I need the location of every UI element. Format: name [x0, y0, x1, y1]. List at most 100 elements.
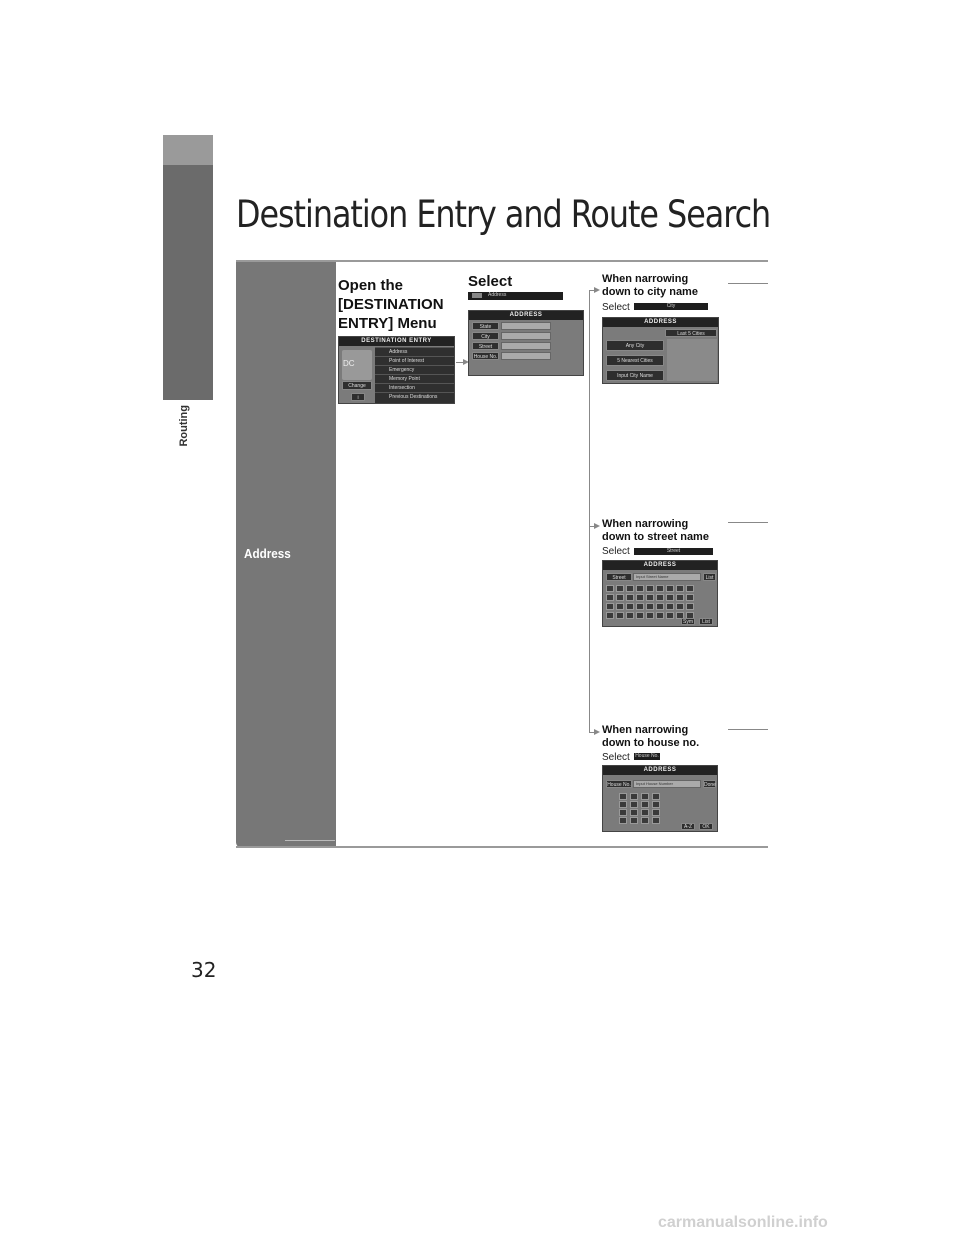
street-button[interactable]: Street — [472, 342, 499, 350]
street-screen-title: ADDRESS — [603, 561, 717, 570]
nearest-cities-button[interactable]: 5 Nearest Cities — [606, 355, 664, 366]
street-keyboard-key[interactable] — [656, 585, 664, 592]
house-no-field[interactable] — [501, 352, 551, 360]
number-keypad-key[interactable] — [652, 793, 660, 800]
category-panel — [236, 262, 336, 848]
street-keyboard-key[interactable] — [606, 585, 614, 592]
number-keypad-key[interactable] — [641, 793, 649, 800]
street-keyboard-key[interactable] — [636, 585, 644, 592]
any-city-button[interactable]: Any City — [606, 340, 664, 351]
branch-city-heading: When narrowing down to city name — [602, 273, 698, 299]
street-keyboard-key[interactable] — [626, 594, 634, 601]
street-keyboard-key[interactable] — [676, 603, 684, 610]
street-keyboard-key[interactable] — [686, 603, 694, 610]
street-keyboard-key[interactable] — [676, 585, 684, 592]
change-state-button[interactable]: Change — [342, 381, 372, 390]
house-number-input[interactable]: Input House Number — [633, 780, 701, 788]
right-rule — [728, 729, 768, 730]
az-button[interactable]: A-Z — [681, 823, 695, 830]
number-keypad-key[interactable] — [630, 817, 638, 824]
input-city-name-button[interactable]: Input City Name — [606, 370, 664, 381]
list-button[interactable]: List — [699, 618, 713, 625]
menu-item-previous-destinations[interactable]: Previous Destinations — [375, 392, 454, 403]
street-label-button[interactable]: Street — [606, 573, 632, 581]
state-field[interactable] — [501, 322, 551, 330]
state-label: DC — [343, 359, 355, 368]
street-keyboard-key[interactable] — [646, 594, 654, 601]
street-keyboard-key[interactable] — [646, 612, 654, 619]
number-keypad-key[interactable] — [630, 809, 638, 816]
category-label: Address — [244, 546, 291, 561]
city-field[interactable] — [501, 332, 551, 340]
street-list-button[interactable]: List — [703, 573, 716, 581]
street-keyboard-key[interactable] — [606, 612, 614, 619]
menu-item-poi[interactable]: Point of Interest — [375, 356, 454, 365]
street-keyboard-key[interactable] — [616, 612, 624, 619]
watermark: carmanualsonline.info — [658, 1214, 828, 1231]
branch-street-heading: When narrowing down to street name — [602, 518, 709, 544]
done-button[interactable]: Done — [703, 780, 716, 788]
number-keypad-key[interactable] — [630, 793, 638, 800]
number-keypad-key[interactable] — [652, 801, 660, 808]
number-keypad-key[interactable] — [630, 801, 638, 808]
sym-button[interactable]: Sym — [681, 618, 695, 625]
street-keyboard-key[interactable] — [636, 603, 644, 610]
address-select-label: Address — [488, 292, 507, 298]
street-keyboard-key[interactable] — [666, 594, 674, 601]
street-keyboard-key[interactable] — [676, 594, 684, 601]
menu-item-memory-point[interactable]: Memory Point — [375, 374, 454, 383]
street-keyboard-key[interactable] — [666, 585, 674, 592]
map-thumbnail — [342, 350, 372, 380]
state-button[interactable]: State — [472, 322, 499, 330]
menu-item-intersection[interactable]: Intersection — [375, 383, 454, 392]
street-keyboard-key[interactable] — [616, 603, 624, 610]
street-keyboard-key[interactable] — [676, 612, 684, 619]
number-keypad-key[interactable] — [619, 817, 627, 824]
street-keyboard-key[interactable] — [666, 612, 674, 619]
street-keyboard-key[interactable] — [686, 585, 694, 592]
house-no-button[interactable]: House No. — [472, 352, 499, 360]
street-keyboard-key[interactable] — [656, 594, 664, 601]
street-keyboard-key[interactable] — [646, 585, 654, 592]
street-field[interactable] — [501, 342, 551, 350]
step2-heading: Select — [468, 273, 513, 290]
street-keyboard-key[interactable] — [646, 603, 654, 610]
street-keyboard-key[interactable] — [616, 585, 624, 592]
city-select-button: City — [634, 303, 708, 310]
branch-street-heading-line2: down to street name — [602, 531, 709, 543]
number-keypad-key[interactable] — [619, 809, 627, 816]
street-keyboard-key[interactable] — [626, 612, 634, 619]
ok-button[interactable]: OK — [699, 823, 713, 830]
number-keypad-key[interactable] — [641, 817, 649, 824]
number-keypad-key[interactable] — [641, 801, 649, 808]
city-screen-title: ADDRESS — [603, 318, 718, 327]
number-keypad-key[interactable] — [652, 809, 660, 816]
street-keyboard-key[interactable] — [656, 603, 664, 610]
street-keyboard-key[interactable] — [656, 612, 664, 619]
street-keyboard-key[interactable] — [636, 594, 644, 601]
street-name-input[interactable]: Input Street Name — [633, 573, 701, 581]
menu-item-emergency[interactable]: Emergency — [375, 365, 454, 374]
street-keyboard-key[interactable] — [606, 594, 614, 601]
menu-item-address[interactable]: Address — [375, 347, 454, 356]
number-keypad-key[interactable] — [619, 801, 627, 808]
title-divider — [236, 260, 768, 262]
arrow-right-icon — [594, 287, 600, 293]
house-no-label-button[interactable]: House No. — [606, 780, 632, 788]
city-list-area — [667, 339, 717, 381]
street-keyboard-key[interactable] — [666, 603, 674, 610]
info-icon[interactable]: i — [351, 393, 365, 401]
house-no-select-button: House No. — [634, 753, 660, 760]
number-keypad-key[interactable] — [619, 793, 627, 800]
street-keyboard-key[interactable] — [616, 594, 624, 601]
street-keyboard-key[interactable] — [606, 603, 614, 610]
street-keyboard-key[interactable] — [626, 603, 634, 610]
city-button[interactable]: City — [472, 332, 499, 340]
number-keypad-key[interactable] — [652, 817, 660, 824]
street-keyboard-key[interactable] — [636, 612, 644, 619]
street-keyboard-key[interactable] — [686, 594, 694, 601]
last-5-cities-button[interactable]: Last 5 Cities — [665, 329, 717, 337]
street-keyboard-key[interactable] — [626, 585, 634, 592]
number-keypad-key[interactable] — [641, 809, 649, 816]
destination-entry-screen: DESTINATION ENTRY DC Change i Address Po… — [338, 336, 455, 404]
